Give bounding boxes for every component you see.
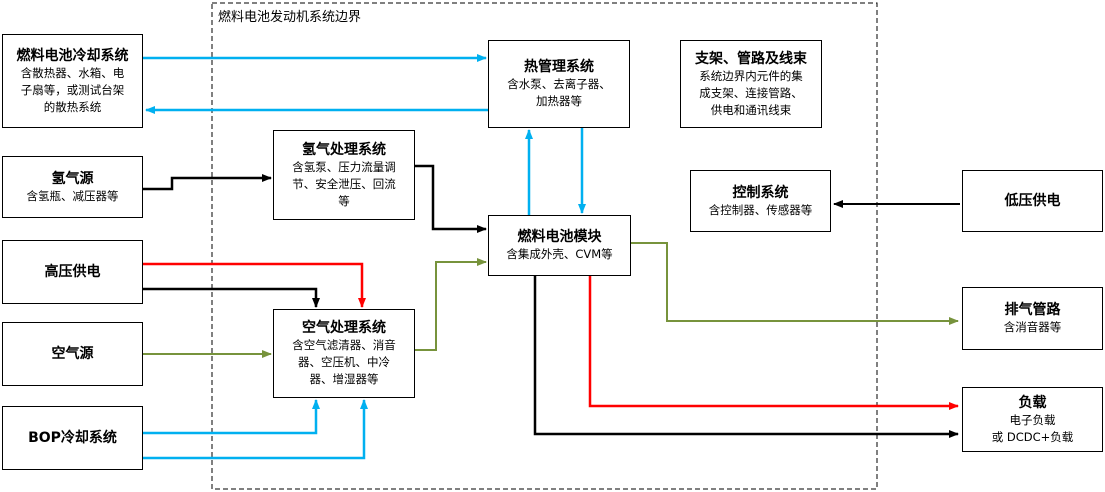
system-boundary-label: 燃料电池发动机系统边界 [218,10,362,25]
hydrogen-source-box[interactable]: 氢气源 含氢瓶、减压器等 [2,156,143,218]
air-processing-box[interactable]: 空气处理系统 含空气滤清器、消音 器、空压机、中冷 器、增湿器等 [273,309,415,398]
control-system-title: 控制系统 [732,184,789,201]
bracket-piping-harness-title: 支架、管路及线束 [695,50,807,67]
hv-line-black-to-airproc [143,287,320,308]
exhaust-piping-desc: 含消音器等 [1003,320,1062,334]
fuel-cell-module-desc: 含集成外壳、CVM等 [506,247,613,261]
bop-cooling-title: BOP冷却系统 [28,430,117,446]
air-line-proc-to-stack [415,258,487,351]
fuel-cell-module-title: 燃料电池模块 [517,229,602,245]
fuel-cell-module-box[interactable]: 燃料电池模块 含集成外壳、CVM等 [488,215,631,276]
bracket-piping-harness-desc: 系统边界内元件的集 成支架、连接管路、 供电和通讯线束 [699,68,803,117]
hydrogen-processing-title: 氢气处理系统 [302,141,386,158]
thermal-management-desc: 含水泵、去离子器、 加热器等 [507,77,611,108]
control-system-desc: 含控制器、传感器等 [708,202,813,217]
bop-cooling-box[interactable]: BOP冷却系统 [2,406,143,470]
air-processing-title: 空气处理系统 [302,320,386,336]
load-desc: 电子负载 或 DCDC+负载 [991,412,1074,444]
air-source-box[interactable]: 空气源 [2,322,143,386]
cooling-system-box[interactable]: 燃料电池冷却系统 含散热器、水箱、电 子扇等，或测试台架 的散热系统 [2,34,143,128]
high-voltage-box[interactable]: 高压供电 [2,240,143,304]
air-line-stack-to-exhaust [631,242,959,325]
coolant-line-bop-to-airproc-2 [143,399,368,460]
low-voltage-box[interactable]: 低压供电 [962,170,1103,232]
control-system-box[interactable]: 控制系统 含控制器、传感器等 [690,170,831,232]
cooling-system-title: 燃料电池冷却系统 [16,47,129,64]
low-voltage-title: 低压供电 [1004,193,1061,209]
air-processing-desc: 含空气滤清器、消音 器、空压机、中冷 器、增湿器等 [292,338,396,386]
coolant-line-bop-to-airproc-1 [143,399,320,435]
hv-line-red-to-airproc [143,262,366,308]
hydrogen-processing-desc: 含氢泵、压力流量调 节、安全泄压、回流 等 [292,159,396,208]
hydrogen-source-desc: 含氢瓶、减压器等 [26,188,119,203]
thermal-management-box[interactable]: 热管理系统 含水泵、去离子器、 加热器等 [488,40,630,128]
exhaust-piping-box[interactable]: 排气管路 含消音器等 [962,287,1103,350]
exhaust-piping-title: 排气管路 [1004,302,1061,318]
bracket-piping-harness-box[interactable]: 支架、管路及线束 系统边界内元件的集 成支架、连接管路、 供电和通讯线束 [680,40,822,128]
system-boundary [211,2,878,490]
air-source-title: 空气源 [51,346,94,362]
cooling-system-desc: 含散热器、水箱、电 子扇等，或测试台架 的散热系统 [20,65,125,114]
load-title: 负载 [1018,394,1047,411]
stack-to-load-red [588,276,959,410]
hydrogen-source-title: 氢气源 [51,170,94,187]
hydrogen-line-source-to-proc [143,174,272,191]
high-voltage-title: 高压供电 [44,264,101,280]
hydrogen-processing-box[interactable]: 氢气处理系统 含氢泵、压力流量调 节、安全泄压、回流 等 [273,130,415,220]
thermal-management-title: 热管理系统 [524,59,594,75]
load-box[interactable]: 负载 电子负载 或 DCDC+负载 [962,387,1103,452]
stack-to-load-black [533,276,959,438]
hydrogen-line-proc-to-stack [415,164,487,233]
